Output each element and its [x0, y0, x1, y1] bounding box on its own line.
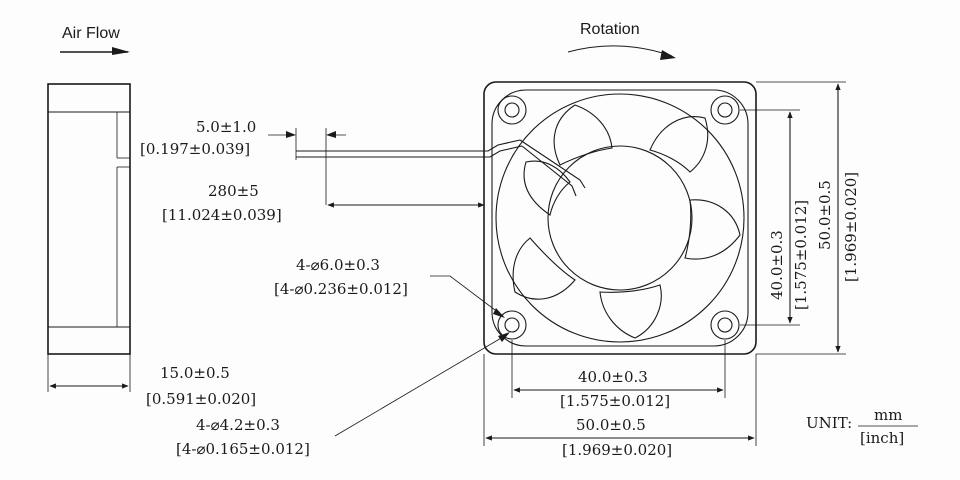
thickness-in: [0.591±0.020]	[146, 390, 256, 408]
hole-small-leader	[334, 333, 509, 437]
lead-offset-arrow-b	[326, 131, 336, 138]
side-view	[47, 83, 131, 392]
fan-hub	[547, 145, 693, 291]
hole-large-arrow	[493, 308, 505, 318]
rotation-label: Rotation	[580, 21, 640, 38]
unit-numerator: mm	[874, 406, 902, 424]
mount-hole-bl	[497, 310, 527, 340]
blade-1	[553, 104, 613, 166]
frame-width-in: [1.969±0.020]	[562, 441, 672, 459]
blade-5	[512, 237, 576, 300]
pitch-v-mm: 40.0±0.3	[768, 230, 786, 300]
lead-offset-in: [0.197±0.039]	[140, 140, 250, 158]
hole-large-leader	[430, 275, 504, 317]
blade-3	[684, 199, 741, 260]
blade-2	[649, 116, 709, 173]
fan-opening	[495, 93, 745, 343]
hole-large-in: [4-⌀0.236±0.012]	[274, 280, 408, 298]
lead-length-in: [11.024±0.039]	[162, 206, 282, 224]
fan-blades	[512, 104, 741, 339]
air-flow-indicator: Air Flow	[60, 25, 130, 55]
lead-offset-mm: 5.0±1.0	[196, 118, 256, 136]
hole-small-mm: 4-⌀4.2±0.3	[196, 416, 280, 434]
air-flow-arrowhead	[112, 47, 130, 55]
rotation-arc	[567, 45, 673, 57]
blade-6	[523, 160, 571, 216]
thickness-mm: 15.0±0.5	[160, 364, 230, 382]
mount-hole-br	[710, 310, 740, 340]
lead-wires	[296, 139, 523, 158]
unit-label: UNIT:	[806, 414, 852, 432]
unit-denominator: [inch]	[860, 429, 904, 447]
mount-hole-tl	[497, 95, 527, 125]
lead-offset-arrow-a	[286, 131, 296, 138]
wire-rib-a	[519, 139, 586, 189]
side-body	[47, 83, 131, 355]
hole-small-in: [4-⌀0.165±0.012]	[176, 440, 310, 458]
wire-b	[296, 145, 523, 158]
pitch-v-in: [1.575±0.012]	[792, 200, 810, 310]
hole-large-mm: 4-⌀6.0±0.3	[296, 256, 380, 274]
unit-legend: UNIT: mm [inch]	[806, 406, 918, 447]
frame-height-mm: 50.0±0.5	[816, 180, 834, 250]
front-view	[483, 81, 757, 355]
rotation-indicator: Rotation	[567, 21, 676, 60]
rotation-arrowhead	[660, 50, 676, 60]
hole-small-arrow	[498, 332, 510, 342]
pitch-h-in: [1.575±0.012]	[560, 392, 670, 410]
pitch-h-mm: 40.0±0.3	[578, 368, 648, 386]
frame-height-in: [1.969±0.020]	[842, 172, 860, 282]
frame-inner	[491, 89, 749, 347]
mount-hole-tr	[710, 95, 740, 125]
frame-width-mm: 50.0±0.5	[576, 416, 646, 434]
frame-outer	[483, 81, 757, 355]
air-flow-label: Air Flow	[62, 25, 120, 42]
lead-length-mm: 280±5	[208, 182, 259, 200]
blade-4	[599, 284, 662, 339]
wire-rib-b	[521, 145, 577, 197]
wire-a	[296, 139, 521, 152]
